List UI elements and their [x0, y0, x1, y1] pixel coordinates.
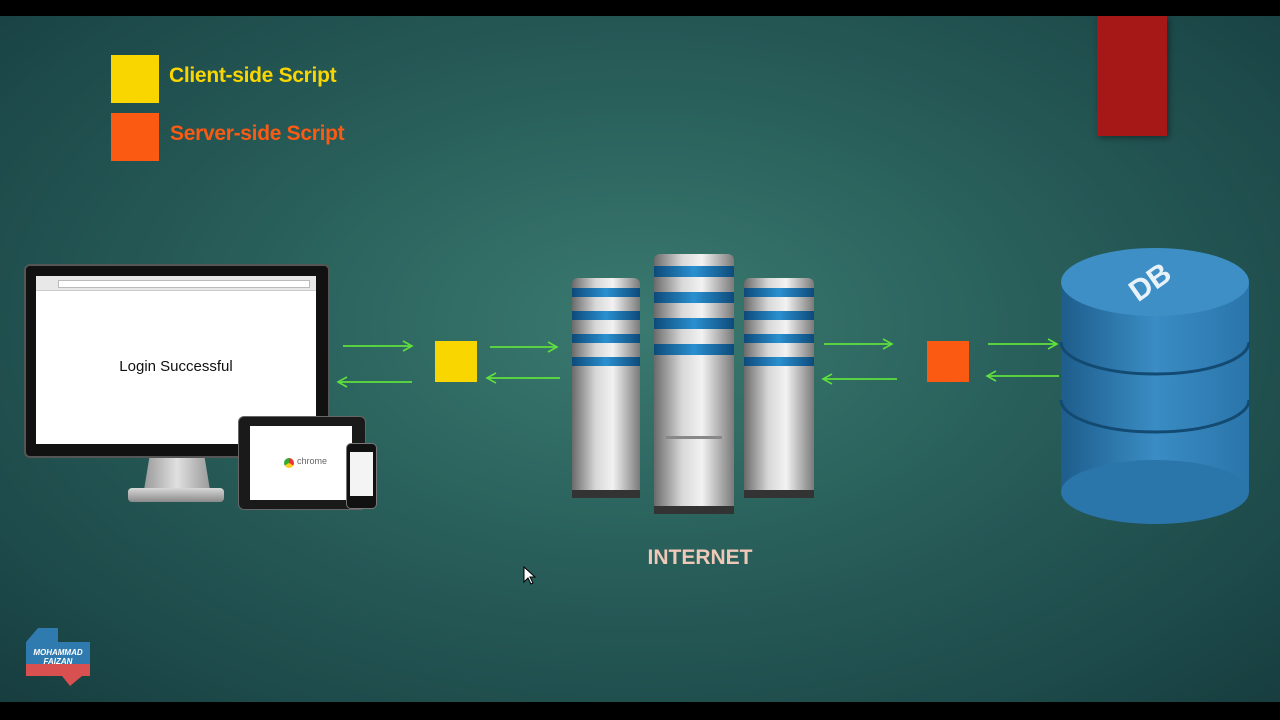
legend-client-swatch: [111, 55, 159, 103]
tablet-screen: chrome: [250, 426, 352, 500]
watermark-shape: [26, 628, 90, 686]
legend-server-label: Server-side Script: [170, 122, 345, 145]
desktop-monitor: Login Successful: [24, 264, 330, 458]
browser-address-bar: [58, 280, 310, 288]
phone-screen: [350, 452, 373, 496]
accent-block: [1097, 16, 1167, 136]
monitor-stand: [144, 458, 210, 490]
watermark-line1: MOHAMMAD: [33, 648, 83, 657]
internet-label: INTERNET: [647, 546, 753, 569]
chrome-icon: [284, 458, 294, 468]
legend-server-swatch: [111, 113, 159, 161]
server-tower-right: [744, 278, 814, 498]
watermark-line2: FAIZAN: [43, 657, 73, 666]
database-icon: DB: [1059, 248, 1251, 524]
flow-arrows: [336, 338, 1059, 388]
server-rack-icon: [572, 254, 814, 514]
mouse-cursor-icon: [523, 566, 537, 585]
slide-canvas: Client-side Script Server-side Script Lo…: [0, 16, 1280, 702]
client-script-square: [435, 341, 477, 382]
watermark-text: MOHAMMAD FAIZAN: [26, 648, 90, 666]
server-tower-left: [572, 278, 640, 498]
watermark-logo: MOHAMMAD FAIZAN: [22, 624, 94, 688]
monitor-stand-base: [128, 488, 224, 502]
browser-name-text: chrome: [297, 456, 328, 466]
legend-client-label: Client-side Script: [169, 64, 337, 87]
login-status-text: Login Successful: [119, 358, 233, 375]
browser-toolbar: [36, 276, 316, 291]
server-script-square: [927, 341, 969, 382]
phone-device: [346, 443, 377, 509]
tablet-device: chrome: [238, 416, 366, 510]
server-tower-center: [654, 254, 734, 514]
